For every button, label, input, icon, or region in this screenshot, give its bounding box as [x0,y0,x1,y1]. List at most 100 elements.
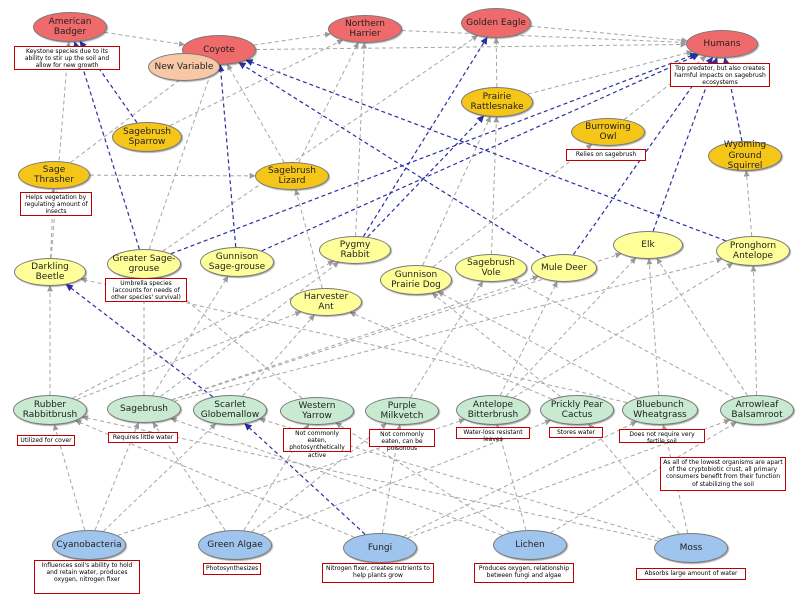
link-sagebrush-to-mule-deer [171,275,539,401]
link-green-algae-to-prickly-pear-cactus [261,419,552,536]
node-arrowleaf-balsamroot[interactable]: Arrowleaf Balsamroot [720,395,794,425]
node-pygmy-rabbit[interactable]: Pygmy Rabbit [319,236,391,264]
node-moss[interactable]: Moss [654,533,728,563]
node-label: Harvester Ant [303,291,349,312]
link-greater-sage-grouse-to-coyote [148,64,215,250]
link-lichen-to-arrowleaf-balsamroot [550,421,737,534]
node-label: Prairie Rattlesnake [470,91,524,112]
node-label: Moss [679,542,703,553]
link-prickly-pear-cactus-to-harvester-ant [349,311,552,400]
link-rubber-rabbitbrush-to-harvester-ant [76,311,302,401]
node-sagebrush-vole[interactable]: Sagebrush Vole [455,254,527,282]
link-sagebrush-to-pronghorn-antelope [174,257,723,402]
node-label: Sagebrush Vole [467,257,515,278]
node-american-badger[interactable]: American Badger [33,12,107,42]
node-burrowing-owl[interactable]: Burrowing Owl [571,118,645,146]
node-label: New Variable [154,61,214,72]
link-coyote-to-northern-harrier [253,31,332,46]
link-green-algae-to-purple-milkvetch [251,423,387,533]
link-mule-deer-to-coyote [238,62,546,257]
link-arrowleaf-balsamroot-to-sagebrush-vole [511,278,735,399]
link-coyote-to-humans [255,41,687,51]
note-moss: Absorbs large amount of water [636,568,746,580]
node-sage-thrasher[interactable]: Sage Thrasher [18,161,90,189]
link-darkling-beetle-to-american-badger [50,41,72,259]
link-lichen-to-western-yarrow [335,422,511,533]
link-scarlet-globemallow-to-darkling-beetle [65,284,214,398]
note-wheatgrass: Does not require very fertile soil [619,429,705,445]
link-sage-thrasher-to-sagebrush-lizard [89,172,256,179]
node-label: Humans [703,38,741,49]
node-label: Gunnison Sage-grouse [208,251,266,272]
link-scarlet-globemallow-to-harvester-ant [242,314,315,397]
node-western-yarrow[interactable]: Western Yarrow [280,397,354,425]
node-antelope-bitterbrush[interactable]: Antelope Bitterbrush [456,395,530,425]
node-gunnison-sage-grouse[interactable]: Gunnison Sage-grouse [200,247,274,277]
node-purple-milkvetch[interactable]: Purple Milkvetch [365,397,439,425]
link-sagebrush-vole-to-prairie-rattlesnake [491,116,500,255]
note-rabbitbrush: Utilized for cover [17,435,75,446]
link-arrowleaf-balsamroot-to-pronghorn-antelope [750,265,758,396]
link-purple-milkvetch-to-sagebrush-vole [410,281,483,398]
node-wyoming-ground-squirrel[interactable]: Wyoming Ground Squirrel [708,140,782,171]
link-rubber-rabbitbrush-to-pygmy-rabbit [72,260,335,399]
node-bluebunch-wheatgrass[interactable]: Bluebunch Wheatgrass [622,395,698,425]
node-golden-eagle[interactable]: Golden Eagle [461,8,531,38]
node-label: Green Algae [207,539,263,550]
note-owl: Relies on sagebrush [566,149,646,161]
node-prairie-rattlesnake[interactable]: Prairie Rattlesnake [461,87,533,117]
note-cyanobacteria: Influences soil's ability to hold and re… [34,560,140,594]
note-yarrow: Not commonly eaten, photosynthetically a… [283,428,351,459]
note-lichen: Produces oxygen, relationship between fu… [474,563,574,583]
link-bluebunch-wheatgrass-to-elk [646,258,660,396]
link-golden-eagle-to-humans [530,25,688,44]
node-label: Purple Milkvetch [380,400,424,421]
node-rubber-rabbitbrush[interactable]: Rubber Rabbitbrush [13,395,87,425]
node-label: Golden Eagle [466,17,526,28]
link-antelope-bitterbrush-to-pronghorn-antelope [513,263,734,398]
note-milkvetch: Not commonly eaten, can be poisonous [369,429,435,452]
note-grouse: Umbrella species (accounts for needs of … [105,278,187,302]
node-prickly-pear-cactus[interactable]: Prickly Pear Cactus [540,395,614,425]
node-darkling-beetle[interactable]: Darkling Beetle [14,258,86,286]
link-gunnison-prairie-dog-to-burrowing-owl [432,144,593,268]
node-green-algae[interactable]: Green Algae [198,530,272,560]
node-sagebrush[interactable]: Sagebrush [107,395,181,423]
link-american-badger-to-coyote [104,31,186,47]
node-sagebrush-lizard[interactable]: Sagebrush Lizard [255,162,329,190]
node-label: Scarlet Globemallow [200,399,260,420]
node-lichen[interactable]: Lichen [493,530,567,560]
node-cyanobacteria[interactable]: Cyanobacteria [52,530,126,560]
link-antelope-bitterbrush-to-elk [505,257,637,397]
node-label: Prickly Pear Cactus [550,399,604,420]
link-gunnison-prairie-dog-to-prairie-rattlesnake [422,116,491,266]
node-fungi[interactable]: Fungi [343,533,417,563]
link-greater-sage-grouse-to-humans [170,52,697,255]
node-sagebrush-sparrow[interactable]: Sagebrush Sparrow [112,122,182,152]
link-fungi-to-rubber-rabbitbrush [75,420,355,538]
link-gunnison-sage-grouse-to-humans [261,53,700,252]
node-pronghorn-antelope[interactable]: Pronghorn Antelope [716,236,790,266]
link-bluebunch-wheatgrass-to-darkling-beetle [80,277,628,404]
node-label: Sage Thrasher [33,164,75,185]
node-northern-harrier[interactable]: Northern Harrier [328,15,402,43]
node-elk[interactable]: Elk [613,231,683,259]
node-label: Arrowleaf Balsamroot [731,399,783,420]
node-label: Antelope Bitterbrush [467,399,519,420]
node-scarlet-globemallow[interactable]: Scarlet Globemallow [193,395,267,425]
note-crust: As all of the lowest organisms are apart… [660,457,786,491]
node-harvester-ant[interactable]: Harvester Ant [290,288,362,316]
node-new-variable[interactable]: New Variable [148,53,220,81]
node-greater-sage-grouse[interactable]: Greater Sage-grouse [107,249,181,279]
node-humans[interactable]: Humans [686,30,758,58]
link-elk-to-humans [652,57,719,232]
node-label: Northern Harrier [345,18,385,39]
node-label: Pygmy Rabbit [339,239,371,260]
node-label: Western Yarrow [298,400,336,421]
note-thrasher: Helps vegetation by regulating amount of… [20,192,92,216]
link-sagebrush-lizard-to-coyote [227,64,285,163]
node-mule-deer[interactable]: Mule Deer [531,254,597,282]
node-gunnison-prairie-dog[interactable]: Gunnison Prairie Dog [380,265,452,295]
link-moss-to-rubber-rabbitbrush [82,415,659,542]
